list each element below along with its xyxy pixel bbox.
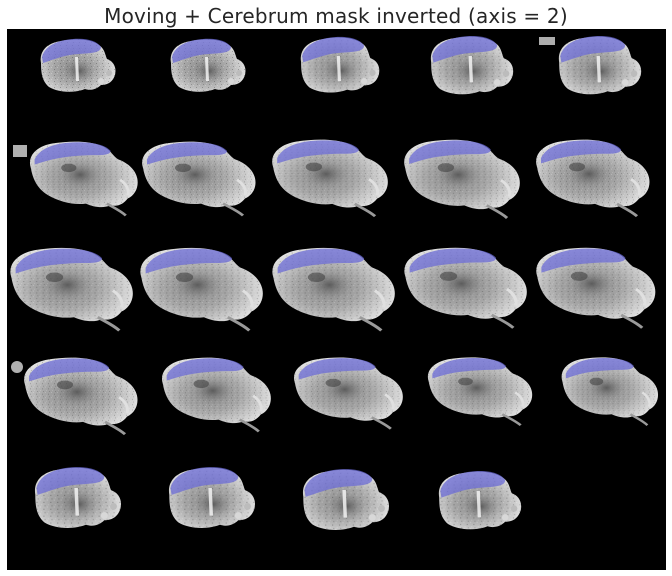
slice-r4-c4 [426, 355, 534, 427]
slice-r2-c3 [270, 138, 390, 218]
slice-r4-c2 [160, 356, 273, 433]
slice-r2-c2 [140, 140, 258, 217]
slice-r3-c5 [534, 246, 657, 330]
slice-r3-c4 [402, 246, 529, 330]
slice-r4-c1 [22, 356, 140, 436]
slice-montage [8, 35, 660, 531]
slice-r1-c3 [300, 36, 380, 93]
slice-r3-c3 [270, 246, 397, 333]
slice-r5-c2 [168, 467, 255, 529]
slice-r5-c3 [302, 469, 389, 531]
slice-r4-c5 [560, 356, 660, 427]
slice-r1-c2 [170, 38, 246, 92]
slice-r1-c4 [430, 35, 514, 95]
slice-r2-c5 [534, 138, 652, 218]
slice-r3-c1 [8, 246, 135, 333]
slice-r5-c1 [34, 467, 121, 529]
slice-r2-c1 [28, 140, 140, 217]
slice-r1-c5 [558, 35, 642, 95]
slice-montage-panel [7, 29, 666, 570]
slice-r3-c2 [138, 246, 265, 333]
slice-r2-c4 [402, 138, 522, 220]
slice-r4-c3 [292, 356, 405, 431]
figure-title: Moving + Cerebrum mask inverted (axis = … [104, 4, 568, 28]
slice-r1-c1 [40, 38, 116, 92]
slice-r5-c4 [438, 470, 522, 530]
